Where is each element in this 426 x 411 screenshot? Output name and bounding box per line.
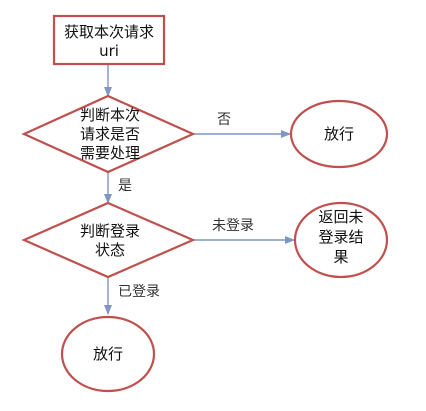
node-label-line-3: 需要处理 — [80, 144, 140, 162]
node-check-need-process: 判断本次 请求是否 需要处理 — [21, 94, 196, 174]
node-label-line-2: 登录结 — [318, 228, 363, 246]
node-pass-bottom: 放行 — [60, 315, 156, 393]
node-label: 放行 — [93, 345, 123, 363]
terminal-ellipse — [293, 201, 389, 279]
edge-check-need-to-pass-top: 否 — [193, 112, 291, 138]
edge-label-logged-in: 已登录 — [118, 284, 160, 300]
node-label-line-2: uri — [99, 42, 119, 60]
node-label-line-1: 判断本次 — [80, 106, 140, 124]
decision-diamond — [21, 201, 196, 279]
edge-label-yes: 是 — [118, 178, 132, 194]
edge-label-not-logged-in: 未登录 — [212, 218, 254, 234]
node-label-line-2: 请求是否 — [80, 125, 140, 143]
process-box — [52, 14, 166, 66]
node-label: 放行 — [324, 125, 354, 143]
node-get-uri: 获取本次请求 uri — [52, 14, 166, 66]
edge-check-login-to-return: 未登录 — [193, 218, 295, 244]
edge-check-login-to-pass-bottom: 已登录 — [104, 277, 160, 315]
decision-diamond — [21, 94, 196, 174]
edge-label-no: 否 — [217, 112, 231, 128]
node-pass-top: 放行 — [289, 99, 389, 169]
node-check-login: 判断登录 状态 — [21, 201, 196, 279]
node-label-line-1: 判断登录 — [80, 222, 140, 240]
terminal-ellipse — [289, 99, 389, 169]
node-label-line-1: 获取本次请求 — [64, 23, 154, 41]
terminal-ellipse — [60, 315, 156, 393]
node-label-line-1: 返回未 — [318, 208, 363, 226]
edge-check-need-to-check-login: 是 — [104, 172, 132, 204]
node-label-line-2: 状态 — [95, 241, 125, 259]
node-label-line-3: 果 — [333, 248, 348, 266]
node-return-not-logged-in: 返回未 登录结 果 — [293, 201, 389, 279]
